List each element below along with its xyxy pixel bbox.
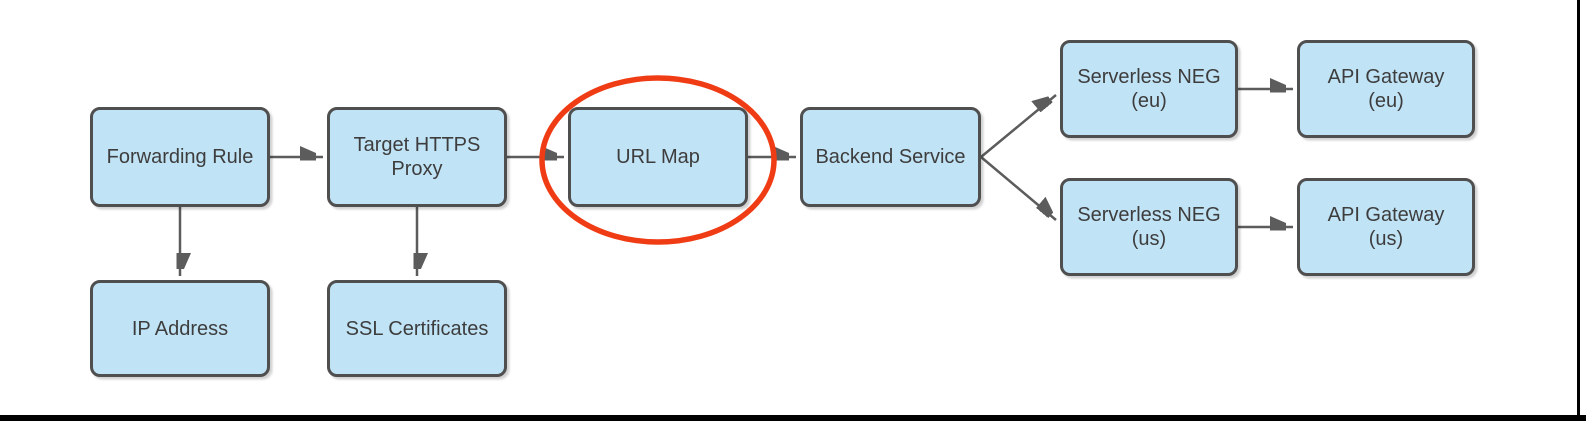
node-label: API Gateway (eu) (1327, 66, 1445, 112)
frame-right-line (1577, 0, 1580, 421)
node-serverless-neg-us: Serverless NEG (us) (1060, 178, 1238, 276)
node-ip-address: IP Address (90, 280, 270, 377)
edges-group (180, 89, 1293, 276)
node-label: Forwarding Rule (106, 146, 254, 168)
node-forwarding-rule: Forwarding Rule (90, 107, 270, 207)
node-label: Target HTTPS Proxy (353, 134, 481, 180)
node-label: SSL Certificates (345, 317, 489, 340)
edge-backend-service-to-serverless-neg-us (980, 156, 1056, 221)
node-api-gateway-us: API Gateway (us) (1297, 178, 1475, 276)
node-backend-service: Backend Service (800, 107, 981, 207)
node-target-https-proxy: Target HTTPS Proxy (327, 107, 507, 207)
node-api-gateway-eu: API Gateway (eu) (1297, 40, 1475, 138)
node-url-map: URL Map (568, 107, 748, 207)
node-ssl-certificates: SSL Certificates (327, 280, 507, 377)
highlight-ellipse (539, 75, 777, 245)
node-label: Serverless NEG (eu) (1077, 66, 1221, 112)
frame-bottom-line (0, 415, 1586, 421)
node-label: URL Map (616, 146, 700, 168)
node-label: API Gateway (us) (1327, 204, 1445, 250)
node-label: Serverless NEG (us) (1077, 204, 1221, 250)
edge-backend-service-to-serverless-neg-eu (980, 95, 1057, 158)
node-serverless-neg-eu: Serverless NEG (eu) (1060, 40, 1238, 138)
node-label: Backend Service (815, 146, 966, 168)
node-label: IP Address (131, 317, 229, 340)
